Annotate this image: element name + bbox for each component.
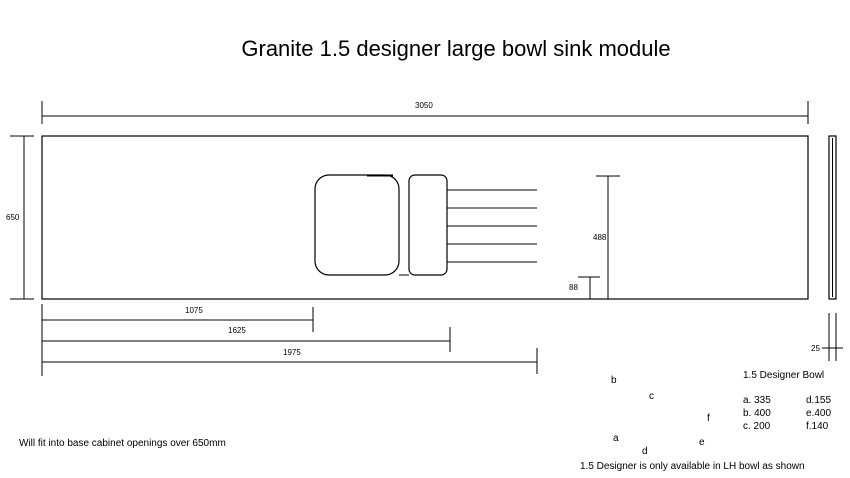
cabinet-note: Will fit into base cabinet openings over… bbox=[19, 438, 226, 449]
bowl-spec-c: c. 200 bbox=[743, 421, 771, 432]
worktop-outline bbox=[41, 135, 809, 300]
bowl-spec-d: d.155 bbox=[806, 395, 832, 406]
span-dimensions bbox=[41, 304, 538, 376]
drainer-offset-dimension bbox=[578, 276, 600, 299]
bowl-height-label: 488 bbox=[593, 233, 607, 242]
length-label: 3050 bbox=[415, 101, 433, 110]
large-bowl bbox=[314, 174, 400, 276]
length-dimension bbox=[41, 101, 809, 124]
bowl-letter-a: a bbox=[613, 433, 619, 444]
bowl-spec-heading: 1.5 Designer Bowl bbox=[743, 370, 825, 381]
depth-dimension bbox=[10, 135, 34, 300]
drainer-offset-label: 88 bbox=[569, 283, 578, 292]
bowl-letter-f: f bbox=[707, 413, 710, 424]
bowl-letter-b: b bbox=[611, 375, 617, 386]
bowl-spec-f: f.140 bbox=[806, 421, 829, 432]
thickness-label: 25 bbox=[811, 344, 820, 353]
depth-label: 650 bbox=[6, 213, 20, 222]
half-bowl bbox=[408, 174, 448, 276]
bowl-spec-a: a. 335 bbox=[743, 395, 771, 406]
bowl-letter-e: e bbox=[699, 437, 705, 448]
span-3-label: 1975 bbox=[283, 348, 301, 357]
bowl-spec-b: b. 400 bbox=[743, 408, 771, 419]
side-profile bbox=[828, 135, 837, 300]
bowl-spec-e: e.400 bbox=[806, 408, 832, 419]
bowl-letter-c: c bbox=[649, 391, 654, 402]
span-1-label: 1075 bbox=[185, 306, 203, 315]
availability-note: 1.5 Designer is only available in LH bow… bbox=[580, 461, 805, 472]
bowl-height-dimension bbox=[596, 175, 620, 299]
bowl-letter-d: d bbox=[642, 446, 648, 457]
thickness-dimension bbox=[822, 313, 843, 361]
page-title: Granite 1.5 designer large bowl sink mod… bbox=[241, 36, 671, 61]
span-2-label: 1625 bbox=[228, 326, 246, 335]
drainer-grooves bbox=[447, 189, 537, 263]
